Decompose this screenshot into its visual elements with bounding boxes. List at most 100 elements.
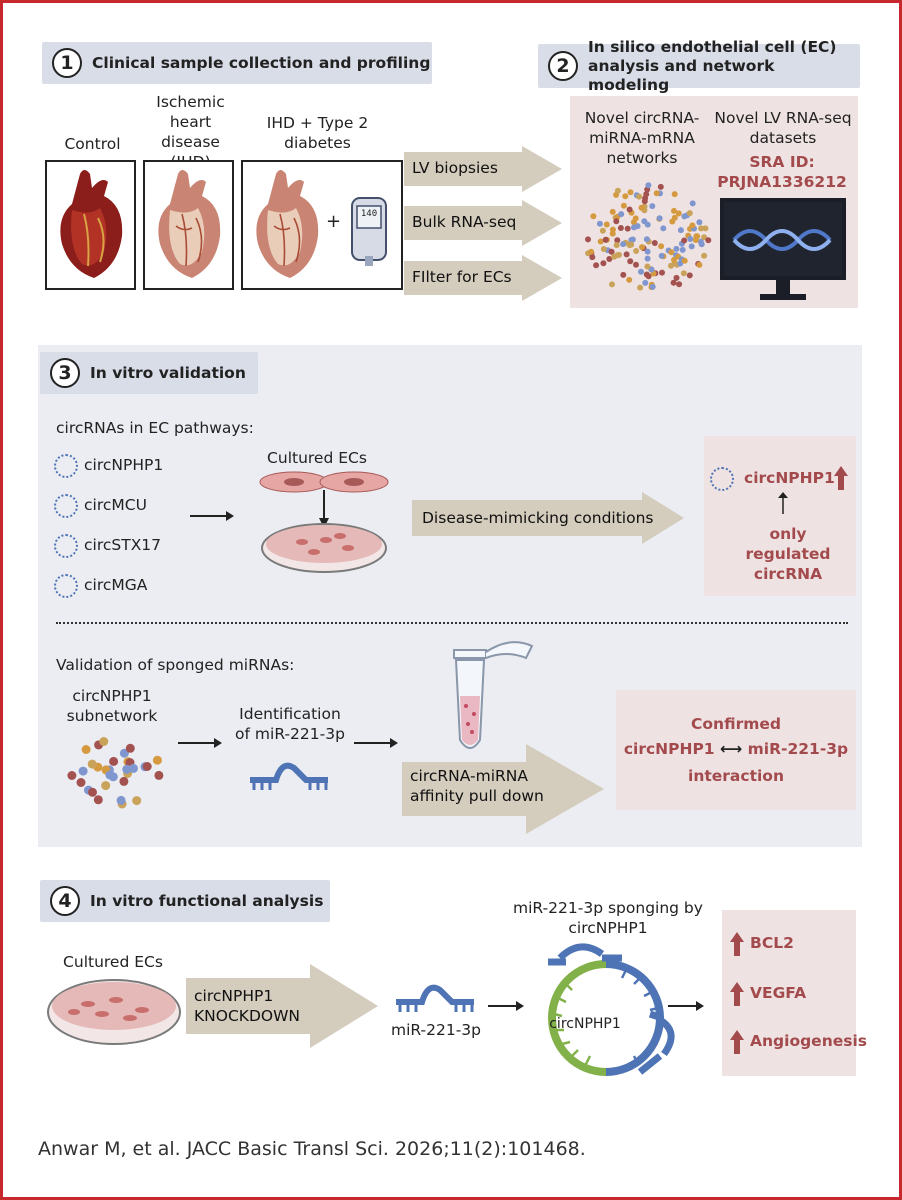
network-dot [600,246,607,252]
network-dot [623,251,630,258]
network-dot [590,213,597,220]
circ-list-label: circSTX17 [84,536,162,554]
network-dot [636,193,643,200]
s4-cultured-label: Cultured ECs [63,953,163,971]
result-circ-label: circNPHP1 [744,469,835,487]
sponging-circ-icon [548,943,675,1076]
network-dot [689,200,696,207]
network-dot [613,242,620,249]
network-dot [681,237,688,244]
network-dot [677,227,684,234]
network-dot [671,256,677,263]
network-dot [606,256,613,262]
network-dot [632,215,639,222]
section-number: 4 [50,886,80,916]
sponged-title: Validation of sponged miRNAs: [56,656,295,674]
arrow-label-disease-mimicking: Disease-mimicking conditions [422,509,654,527]
network-dot [698,225,705,232]
network-dot [686,210,693,217]
small-arrow-icon [354,738,398,748]
network-dot [624,225,631,232]
small-arrow-icon [190,511,234,521]
up-arrow-icon [730,1030,744,1054]
network-dot [633,248,640,254]
network-dot [675,210,682,217]
network-dot [609,230,616,237]
network-dot [705,237,712,244]
plus-sign: + [326,211,342,232]
section-4-header: 4 In vitro functional analysis [40,880,330,922]
subnetwork-dots-icon [67,737,164,809]
network-dot [671,207,677,214]
network-dot [593,262,600,269]
identification-label: Identification of miR-221-3p [235,705,345,743]
network-dot [628,237,635,243]
arrow-label-lv-biopsies: LV biopsies [412,159,498,177]
up-arrow-icon [730,982,744,1006]
arrow-label-knockdown: circNPHP1 KNOCKDOWN [194,987,301,1025]
network-dot [620,271,627,278]
circ-list-item: circMCU [54,494,214,518]
network-dot [670,279,677,286]
small-arrow-icon [668,1001,704,1011]
network-dot [602,236,609,243]
network-dot [105,770,115,780]
small-arrow-icon [488,1001,524,1011]
arrow-label-filter-ecs: FIlter for ECs [412,268,512,286]
network-dot [631,224,637,231]
network-dot [680,270,687,277]
result-note: only regulated circRNA [745,525,831,583]
section-number: 3 [50,358,80,388]
heart-icon-ihd [158,170,221,278]
network-dot [644,263,651,270]
network-dot [622,193,629,200]
network-dot [688,243,695,250]
mirna-label: miR-221-3p [390,1021,482,1039]
network-dot [119,748,129,758]
outcome-label: Angiogenesis [750,1032,868,1050]
network-dot [701,252,708,259]
network-dot [689,222,696,229]
network-dot [659,269,665,276]
networks-label: Novel circRNA-miRNA-mRNA networks [584,109,700,167]
datasets-label: Novel LV RNA-seq datasets [714,109,852,147]
network-dot [658,243,665,250]
network-dot [633,261,639,268]
network-dot [648,266,655,273]
up-arrow-icon [834,466,848,490]
label-control: Control [64,135,121,153]
network-dot [645,182,652,189]
network-dot [681,257,688,264]
label-ihd-t2d: IHD + Type 2 diabetes [266,114,369,152]
network-dot [122,764,132,774]
network-dot [620,241,627,248]
circ-list-item: circMGA [54,574,214,598]
network-dot [596,220,603,227]
network-dots-icon [585,182,712,291]
section-1-header: 1 Clinical sample collection and profili… [42,42,432,84]
confirmed-right: miR-221-3p [747,740,849,758]
outcome-label: BCL2 [750,934,794,952]
network-dot [628,241,635,248]
heart-icon-ihd-t2d [256,170,319,278]
label-ihd: Ischemic heart disease (IHD) [156,93,225,171]
confirmed-line3: interaction [688,767,784,785]
section-number: 2 [548,51,578,81]
network-dot [597,238,604,245]
network-dot [668,262,674,269]
arrow-bulk-rna-seq [404,200,562,246]
circ-rna-icon [710,467,734,491]
network-dot [78,766,88,776]
network-dot [642,279,649,286]
heart-icon-control [60,170,123,278]
network-dot [696,261,703,268]
arrow-disease-mimicking [412,492,684,544]
confirmed-line2: circNPHP1 ⟷ miR-221-3p [616,740,856,758]
network-dot [129,763,138,773]
mirna-icon [250,762,328,790]
network-dot [658,252,665,259]
network-dot [618,211,625,218]
network-dot [142,762,152,771]
network-dot [673,274,680,281]
network-dot [679,246,686,253]
